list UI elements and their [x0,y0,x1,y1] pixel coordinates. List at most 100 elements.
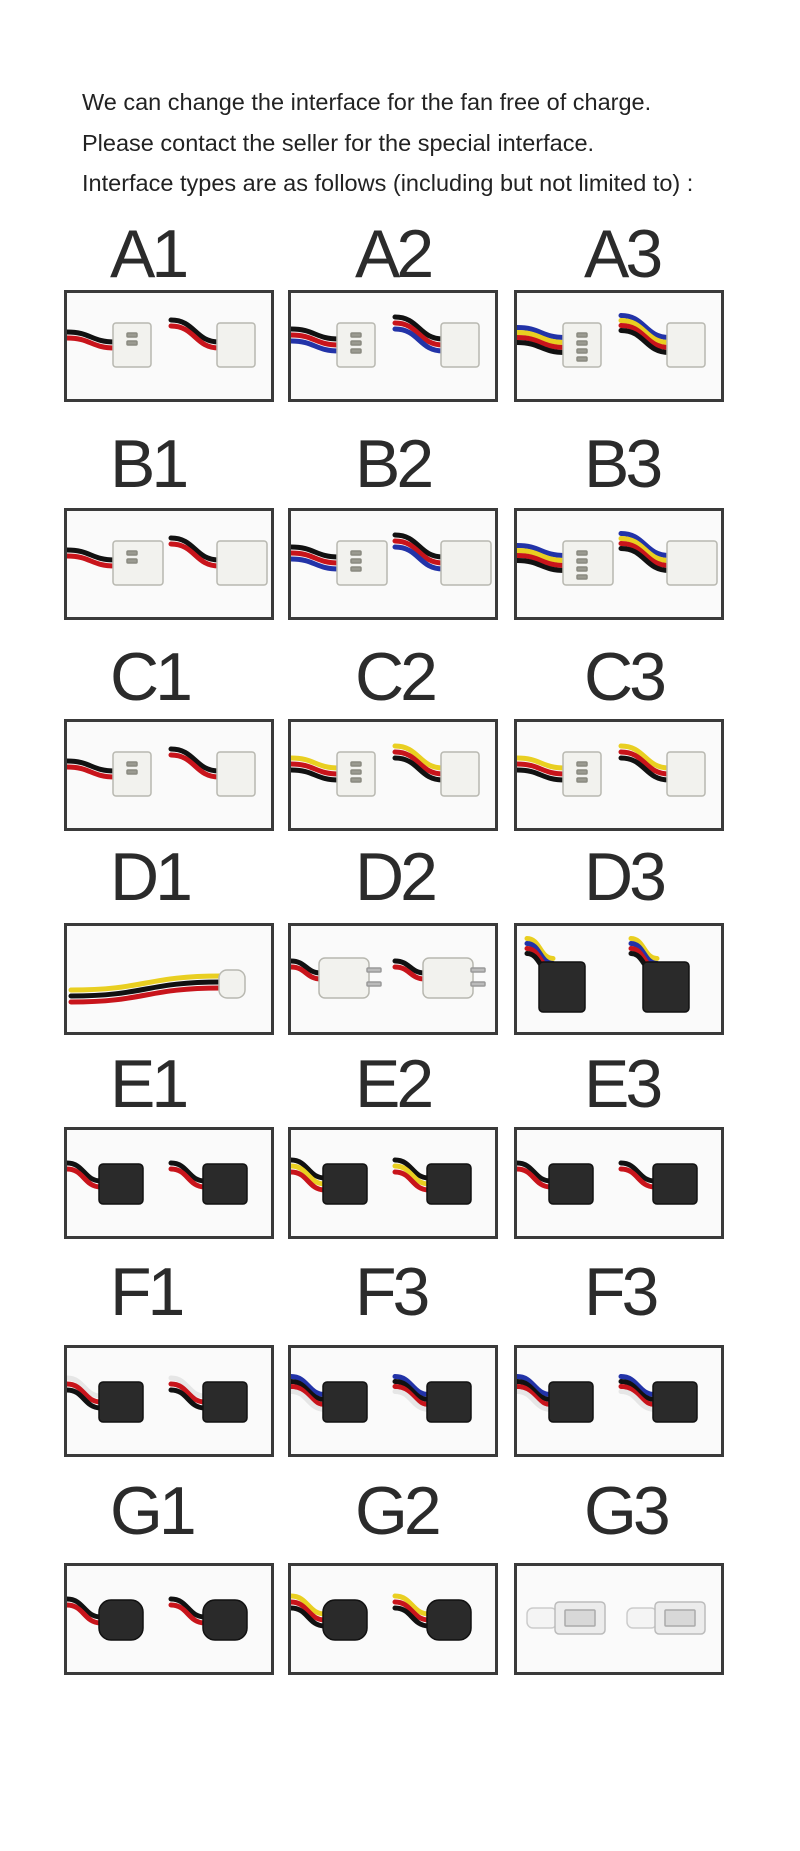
connector-plug [392,532,492,586]
black-connector-body [202,1381,248,1423]
wire-red [392,320,446,348]
wire-white [291,1389,328,1412]
wire-black [168,317,222,345]
usb-plug-metal [564,1609,596,1627]
connector-pin [126,769,138,775]
connector-illustration [517,313,706,368]
connector-pin [126,550,138,556]
wire-red [618,541,672,568]
connector-label: C1 [110,639,193,715]
connector-photo [288,508,498,620]
connector-plug [392,743,480,797]
connector-label: G1 [110,1473,197,1549]
wire-red [392,749,446,777]
connector-pin [126,340,138,346]
connector-photo [514,719,724,831]
connector-illustration [67,317,256,368]
wire-black [291,326,342,342]
molex-connector-body [318,957,370,999]
wire-red [392,1599,432,1623]
connector-pin [576,550,588,556]
wire-black [392,958,428,976]
wire-black [392,1605,432,1629]
connector-photo [288,719,498,831]
black-connector-body [322,1381,368,1423]
connector-plug [67,1375,144,1423]
wire-red [618,323,672,350]
connector-plug [618,743,706,797]
connector-illustration [67,1375,248,1423]
wire-black [67,1387,104,1411]
wire-black [392,755,446,783]
connector-pin [126,761,138,767]
wire-black [168,1160,208,1184]
wire-red [517,761,568,777]
black-connector-body [652,1163,698,1205]
wire-blue [291,1374,328,1397]
connector-pin [470,981,486,987]
connector-pin [126,558,138,564]
white-connector-body [440,540,492,586]
connector-plug [291,1593,368,1641]
wire-black [392,314,446,342]
connector-pin [576,340,588,346]
wire-red [68,985,224,1005]
connector-illustration [291,743,480,797]
connector-illustration [517,1374,698,1423]
connector-label: D3 [584,839,667,915]
wire-red [618,749,672,777]
connector-photo [514,1563,724,1675]
connector-label: F3 [355,1254,430,1330]
connector-plug [517,751,602,797]
wire-black [168,1596,208,1620]
black-connector-body [642,961,690,1013]
black-connector-body [98,1163,144,1205]
wire-black [392,532,446,560]
connector-pin [366,967,382,973]
wire-red [67,1602,104,1626]
wire-blue [618,1374,658,1397]
connector-illustration [291,1593,472,1641]
connector-photo [64,719,274,831]
wire-red [618,1166,658,1190]
wire-red [392,1169,432,1193]
wire-white [67,1375,104,1399]
wire-black [291,1605,328,1629]
connector-illustration [67,746,256,797]
black-connector-body [202,1599,248,1641]
connector-plug [168,746,256,797]
molex-connector-body [218,969,246,999]
wire-black [291,767,342,783]
connector-pin [576,769,588,775]
wire-black [392,1157,432,1181]
connector-plug [517,540,614,586]
wire-black [618,1160,658,1184]
connector-label: D1 [110,839,193,915]
wire-blue [392,326,446,354]
connector-pin [350,769,362,775]
wire-black [291,544,342,560]
connector-photo [64,508,274,620]
usb-cable [526,1607,558,1629]
wire-black [618,546,672,573]
wire-black [67,758,118,774]
connector-pin [350,348,362,354]
wire-red [517,335,568,350]
wire-red [168,752,222,780]
wire-yellow [618,743,672,771]
connector-photo [514,508,724,620]
usb-cable [626,1607,658,1629]
connector-label: B3 [584,426,663,502]
wire-yellow [524,936,556,961]
connector-plug [392,1374,472,1423]
connector-plug [291,1374,368,1423]
white-connector-body [216,322,256,368]
connector-illustration [291,1374,472,1423]
wire-red [291,964,324,982]
connector-plug [392,1593,472,1641]
wire-blue [517,325,568,340]
connector-pin [576,761,588,767]
white-connector-body [440,322,480,368]
black-connector-body [98,1381,144,1423]
connector-plug [168,1375,248,1423]
